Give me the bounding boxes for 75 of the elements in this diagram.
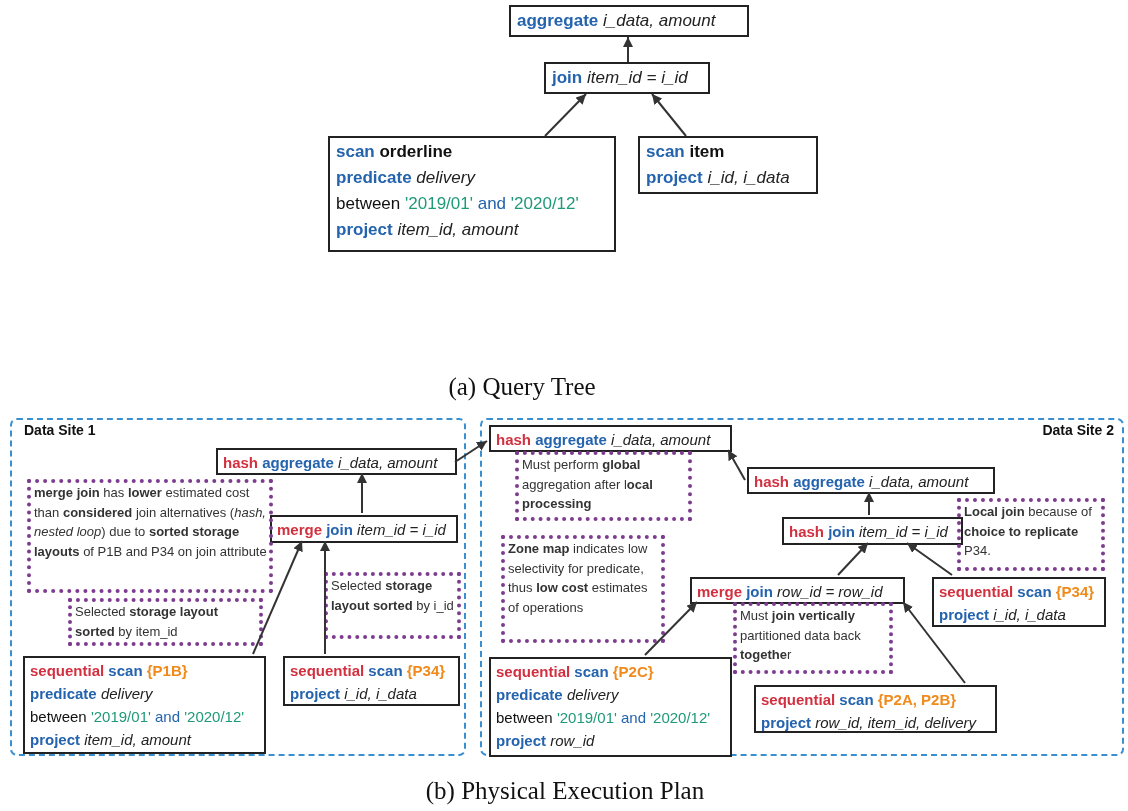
arrow <box>727 449 746 481</box>
arrow <box>252 540 303 655</box>
operator-box <box>544 62 710 94</box>
operator-box <box>270 515 458 543</box>
note-text: Zone map indicates low selectivity for predicate, thus low cost estimates of operations <box>508 540 649 617</box>
operator-text: hash aggregate i_data, amount <box>223 453 439 473</box>
operator-text: scan item <box>646 141 726 163</box>
operator-box <box>932 577 1106 627</box>
arrow <box>623 36 633 63</box>
operator-box <box>754 685 997 733</box>
operator-text: project row_id, item_id, delivery <box>761 713 978 733</box>
arrow <box>357 472 367 514</box>
operator-box <box>747 467 995 494</box>
annotation-note <box>27 479 273 593</box>
arrow <box>837 542 869 576</box>
operator-text: join item_id = i_id <box>552 67 689 89</box>
operator-box <box>216 448 457 475</box>
arrow <box>864 491 874 516</box>
arrow <box>644 601 698 656</box>
site-title: Data Site 2 <box>1042 422 1114 438</box>
operator-box <box>782 517 963 545</box>
operator-text: predicate delivery <box>30 684 154 704</box>
caption: (a) Query Tree <box>448 373 596 401</box>
operator-text: between '2019/01' and '2020/12' <box>30 707 246 727</box>
operator-box <box>489 425 732 452</box>
annotation-note <box>515 451 692 521</box>
operator-text: predicate delivery <box>336 167 477 189</box>
operator-text: project i_id, i_data <box>290 684 418 704</box>
operator-text: project item_id, amount <box>336 219 520 241</box>
operator-text: scan orderline <box>336 141 454 163</box>
note-text: Must join vertically partitioned data back together <box>740 607 862 664</box>
operator-text: sequential scan {P1B} <box>30 661 189 681</box>
note-text: Must perform global aggregation after local processing <box>522 456 654 513</box>
arrow <box>651 93 687 137</box>
arrow <box>902 601 966 684</box>
note-text: Selected storage layout sorted by item_id <box>75 603 220 641</box>
annotation-note <box>957 498 1105 571</box>
operator-text: hash join item_id = i_id <box>789 522 949 542</box>
operator-text: aggregate i_data, amount <box>517 10 717 32</box>
operator-box <box>489 657 732 757</box>
operator-text: between '2019/01' and '2020/12' <box>496 708 712 728</box>
arrow <box>906 542 953 576</box>
operator-text: hash aggregate i_data, amount <box>754 472 970 492</box>
annotation-note <box>324 572 461 639</box>
operator-text: merge join item_id = i_id <box>277 520 447 540</box>
annotation-note <box>501 535 665 643</box>
operator-box <box>509 5 749 37</box>
operator-text: project i_id, i_data <box>646 167 791 189</box>
data-site-region <box>10 418 466 756</box>
operator-box <box>638 136 818 194</box>
operator-box <box>23 656 266 754</box>
note-text: merge join has lower estimated cost than considered join alternatives (hash, nested loop) due to sorted storage layouts of P1B and P34 on join attribute <box>34 484 267 561</box>
arrow <box>544 93 587 137</box>
caption: (b) Physical Execution Plan <box>425 777 705 805</box>
operator-text: sequential scan {P34} <box>290 661 447 681</box>
note-text: Selected storage layout sorted by i_id <box>331 577 455 615</box>
operator-box <box>690 577 905 604</box>
annotation-note <box>68 598 263 646</box>
operator-box <box>328 136 616 252</box>
operator-text: hash aggregate i_data, amount <box>496 430 712 450</box>
operator-text: predicate delivery <box>496 685 620 705</box>
operator-text: sequential scan {P2C} <box>496 662 655 682</box>
operator-text: sequential scan {P34} <box>939 582 1096 602</box>
operator-text: merge join row_id = row_id <box>697 582 884 602</box>
operator-text: project row_id <box>496 731 596 751</box>
operator-box <box>283 656 460 706</box>
site-title: Data Site 1 <box>24 422 96 438</box>
arrow <box>454 440 488 463</box>
arrow <box>320 540 330 655</box>
operator-text: project item_id, amount <box>30 730 193 750</box>
operator-text: project i_id, i_data <box>939 605 1067 625</box>
note-text: Local join because of choice to replicate P34. <box>964 503 1093 560</box>
operator-text: sequential scan {P2A, P2B} <box>761 690 958 710</box>
data-site-region <box>480 418 1124 756</box>
operator-text: between '2019/01' and '2020/12' <box>336 193 580 215</box>
